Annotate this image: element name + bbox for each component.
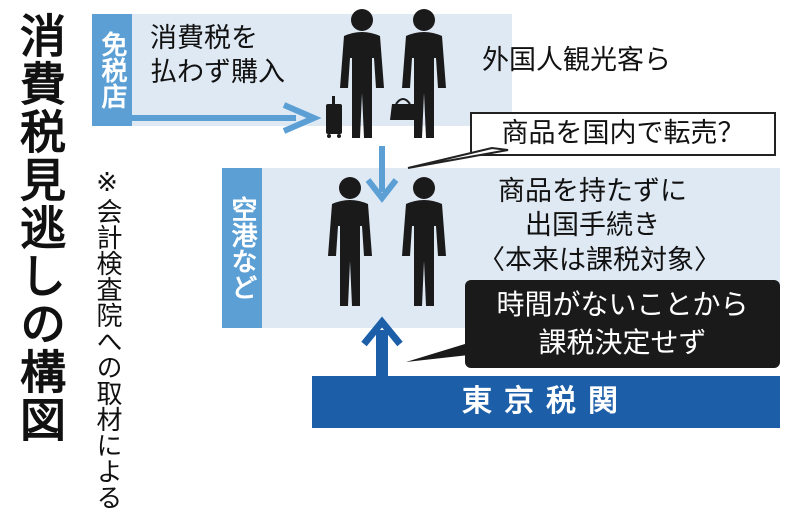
departing-tourist-icon [328,177,372,306]
customs-reason-callout: 時間がないことから 課税決定せず [465,280,780,368]
arrow-customs-to-airport [361,316,403,380]
departure-text: 商品を持たずに 出国手続き [498,175,687,243]
resale-callout-tail [407,146,509,169]
tourist-with-suitcase-icon [326,9,384,138]
tourists-label: 外国人観光客ら [482,45,671,76]
purchase-line-2: 払わず購入 [150,57,285,88]
arrow-shop-to-tourists [132,102,322,134]
purchase-text: 消費税を 払わず購入 [150,22,285,90]
departing-tourist-2-icon [402,177,446,306]
airport-text: 空港など [227,196,257,300]
tax-free-shop-text: 免税店 [97,31,127,109]
resale-callout: 商品を国内で転売？ [470,112,776,156]
tokyo-customs-bar: 東京税関 [312,376,780,428]
customs-callout-tail [406,340,478,362]
diagram-title: 消費税見逃しの構図 [13,12,67,444]
tourist-with-bag-icon [390,9,446,138]
tax-free-shop-label: 免税店 [92,14,132,126]
taxable-note: 〈本来は課税対象〉 [478,245,721,276]
departure-line-1: 商品を持たずに [498,176,687,207]
customs-reason-line-2: 課税決定せず [538,326,707,359]
airport-label: 空港など [222,168,262,328]
purchase-line-1: 消費税を [150,23,258,54]
customs-reason-line-1: 時間がないことから [496,288,749,321]
departure-line-2: 出国手続き [525,210,660,241]
diagram-graphics [132,9,509,380]
arrow-tourists-to-airport [365,146,399,203]
